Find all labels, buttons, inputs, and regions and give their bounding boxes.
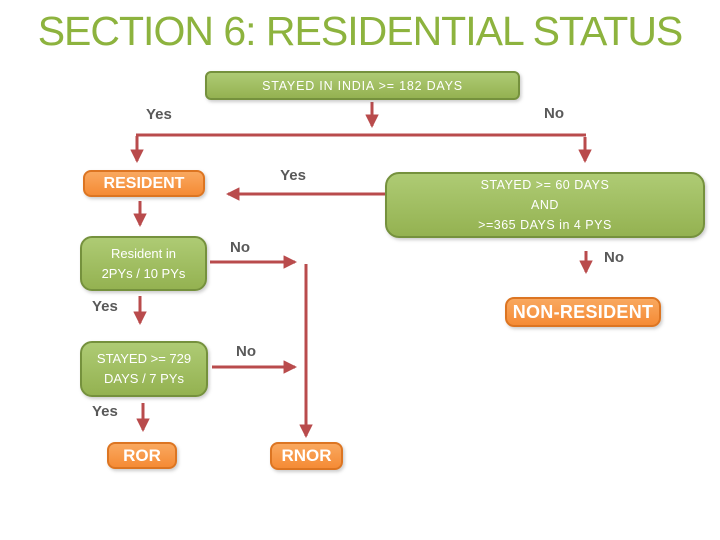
node-stayed-729-line1: STAYED >= 729 [96,351,192,366]
node-non-resident-label: NON-RESIDENT [512,301,654,322]
edge-label-stayed729-no: No [236,343,256,360]
node-stayed-60-line1: STAYED >= 60 DAYS [480,178,610,192]
node-resident-label: RESIDENT [103,174,185,192]
node-ror: ROR [107,442,177,469]
slide-title: SECTION 6: RESIDENTIAL STATUS [37,8,684,54]
edge-label-resident2py-yes: Yes [92,298,118,315]
edge-label-resident2py-no: No [230,239,250,256]
node-stayed-182-label: STAYED IN INDIA >= 182 DAYS [262,78,463,93]
node-rnor: RNOR [270,442,343,470]
node-stayed-729-days-7pys: STAYED >= 729 DAYS / 7 PYs [80,341,208,397]
node-ror-label: ROR [123,445,161,465]
node-stayed-60-days-365-in-4pys: STAYED >= 60 DAYS AND >=365 DAYS in 4 PY… [385,172,705,238]
edge-label-top-yes: Yes [146,106,172,123]
edge-label-to-non-resident-no: No [604,249,624,266]
node-resident-2py-line1: Resident in [110,245,177,261]
node-resident-in-2pys-10pys: Resident in 2PYs / 10 PYs [80,236,207,291]
node-non-resident: NON-RESIDENT [505,297,661,327]
edge-label-stayed729-yes: Yes [92,403,118,420]
node-resident-2py-line2: 2PYs / 10 PYs [101,265,186,281]
edge-label-to-resident-yes: Yes [280,167,306,184]
node-stayed-729-line2: DAYS / 7 PYs [104,371,184,386]
edge-label-top-no: No [544,105,564,122]
node-stayed-in-india-182-days: STAYED IN INDIA >= 182 DAYS [205,71,520,100]
node-resident: RESIDENT [83,170,205,197]
node-stayed-60-line3: >=365 DAYS in 4 PYS [478,218,612,232]
node-stayed-60-line2: AND [531,198,559,212]
node-rnor-label: RNOR [281,446,332,465]
